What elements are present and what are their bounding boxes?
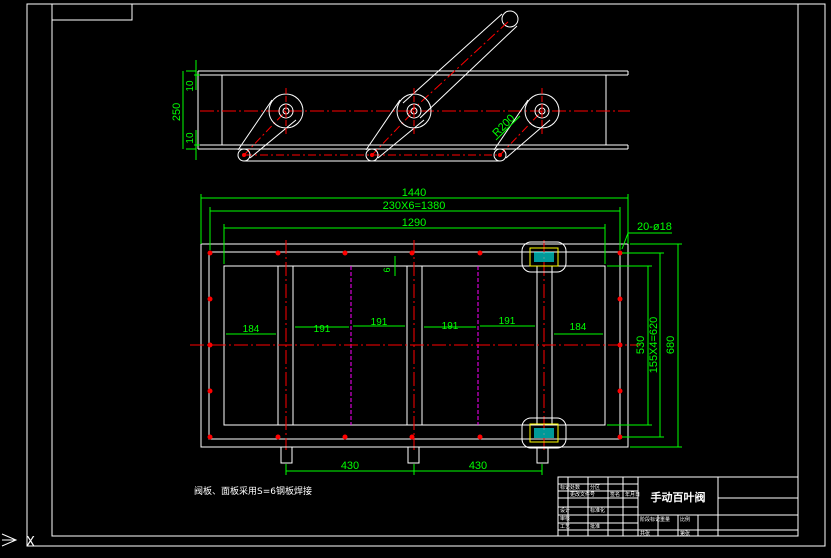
bolt-holes bbox=[207, 250, 623, 440]
ucs-icon bbox=[1, 533, 18, 547]
dim-opening-height: 530 bbox=[635, 336, 647, 354]
dim-span-5: 191 bbox=[499, 316, 516, 327]
dim-plate-thickness: 6 bbox=[382, 267, 392, 272]
dim-support-left: 430 bbox=[341, 460, 359, 472]
dim-side-height: 250 bbox=[171, 103, 183, 121]
dim-frame-opening: 1290 bbox=[402, 217, 426, 229]
tb-cell-7: 设计 bbox=[560, 507, 570, 514]
drawing-note: 阀板、面板采用S=6钢板焊接 bbox=[194, 485, 312, 497]
tb-cell-1: 标记 bbox=[560, 484, 570, 491]
sheet-frame bbox=[26, 3, 826, 547]
tb-cell-3: 分区 bbox=[590, 484, 600, 491]
dim-span-3: 191 bbox=[371, 317, 388, 328]
tb-cell-10: 工艺 bbox=[560, 524, 570, 530]
dim-side-flange-bottom: 10 bbox=[185, 132, 196, 144]
tb-cell-4: 更改文件号 bbox=[570, 491, 595, 498]
bearing-housing-bottom bbox=[521, 417, 567, 449]
dim-overall-height: 680 bbox=[665, 336, 677, 354]
tb-cell-2: 处数 bbox=[570, 484, 580, 491]
tb-cell-15: 共张 bbox=[640, 530, 650, 537]
tb-cell-12: 阶段标记 bbox=[640, 516, 660, 523]
dim-hole-pitch-vertical: 155X4=620 bbox=[648, 317, 660, 374]
dim-hole-spec: 20-ø18 bbox=[637, 221, 672, 233]
tb-cell-13: 重量 bbox=[660, 516, 670, 523]
dim-support-right: 430 bbox=[469, 460, 487, 472]
ucs-axis-label: X bbox=[26, 535, 35, 550]
valve-handle bbox=[402, 10, 519, 119]
tb-cell-5: 签名 bbox=[610, 491, 620, 498]
tb-cell-6: 年月日 bbox=[625, 491, 640, 498]
tb-cell-9: 审核 bbox=[560, 515, 570, 522]
dim-side-flange-top: 10 bbox=[185, 80, 196, 92]
dim-hole-pitch: 230X6=1380 bbox=[383, 200, 446, 212]
tb-cell-8: 标准化 bbox=[590, 507, 605, 514]
dim-overall-length: 1440 bbox=[402, 187, 426, 199]
dim-span-4: 191 bbox=[442, 321, 459, 332]
title-block-title: 手动百叶阀 bbox=[651, 490, 706, 504]
front-view: 1440 230X6=1380 1290 20-ø18 6 184 191 19… bbox=[190, 187, 682, 475]
dim-span-6: 184 bbox=[570, 322, 587, 333]
title-block-cells: 标记 处数 分区 更改文件号 签名 年月日 设计 标准化 审核 工艺 批准 阶段… bbox=[560, 484, 690, 537]
tb-cell-16: 第张 bbox=[680, 530, 690, 537]
bearing-housing-top bbox=[521, 241, 567, 273]
side-view: 250 10 10 R200 bbox=[171, 10, 630, 162]
title-block bbox=[557, 476, 799, 537]
dim-span-2: 191 bbox=[314, 324, 331, 335]
tb-cell-14: 比例 bbox=[680, 516, 690, 523]
support-feet bbox=[280, 446, 549, 464]
dim-span-1: 184 bbox=[243, 324, 260, 335]
tb-cell-11: 批准 bbox=[590, 523, 600, 530]
